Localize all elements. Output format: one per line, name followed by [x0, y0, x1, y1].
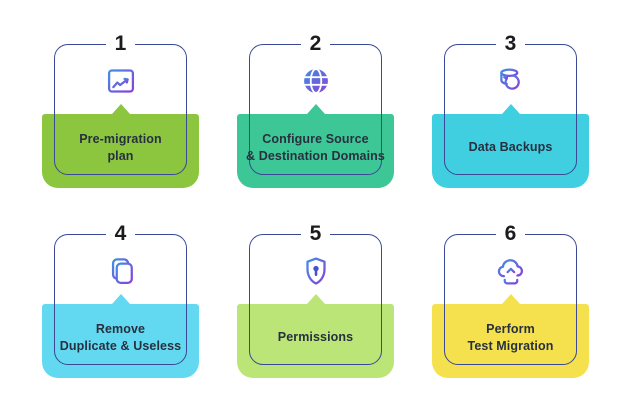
- step-2-color-panel: [237, 104, 394, 188]
- step-card-1: 1 Pre-migration plan: [23, 26, 218, 214]
- steps-grid: 1 Pre-migration plan: [23, 26, 608, 406]
- step-1-color-panel: [42, 104, 199, 188]
- globe-icon: [218, 64, 413, 98]
- step-card-4: 4 Remove Duplicate & Useless: [23, 216, 218, 404]
- step-label: Permissions: [277, 330, 354, 345]
- browser-analytics-icon: [23, 64, 218, 98]
- database-restore-icon: [413, 64, 608, 98]
- step-number: 6: [413, 221, 608, 247]
- panel-notch: [501, 104, 520, 114]
- cloud-upload-icon: [413, 254, 608, 288]
- shield-lock-icon: [218, 254, 413, 288]
- documents-copy-icon: [23, 254, 218, 288]
- panel-notch: [306, 104, 325, 114]
- panel-notch: [501, 294, 520, 304]
- step-3-color-panel: [432, 104, 589, 188]
- step-card-5: 5 Permissions: [218, 216, 413, 404]
- step-label: Data Backups: [468, 140, 553, 155]
- step-number: 5: [218, 221, 413, 247]
- step-card-6: 6 Perform Test Migration: [413, 216, 608, 404]
- step-number: 1: [23, 31, 218, 57]
- step-label: Configure Source & Destination Domains: [246, 131, 385, 164]
- step-card-2: 2 Configure Source & Destination Domains: [218, 26, 413, 214]
- step-number: 4: [23, 221, 218, 247]
- panel-notch: [111, 294, 130, 304]
- step-label: Pre-migration plan: [79, 131, 162, 164]
- panel-notch: [111, 104, 130, 114]
- step-number: 2: [218, 31, 413, 57]
- panel-notch: [306, 294, 325, 304]
- step-label: Perform Test Migration: [467, 321, 554, 354]
- step-card-3: 3 Data Backups: [413, 26, 608, 214]
- step-5-color-panel: [237, 294, 394, 378]
- step-label: Remove Duplicate & Useless: [59, 321, 182, 354]
- step-number: 3: [413, 31, 608, 57]
- step-6-color-panel: [432, 294, 589, 378]
- step-4-color-panel: [42, 294, 199, 378]
